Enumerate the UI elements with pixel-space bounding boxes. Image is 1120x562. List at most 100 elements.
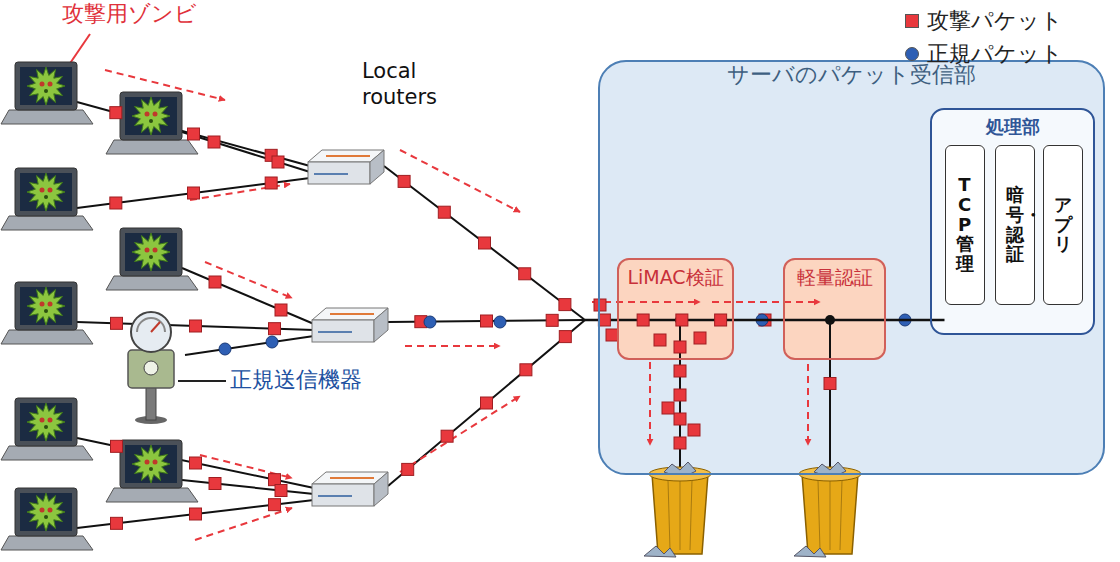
box-label: 処理部 [986, 116, 1040, 139]
router-icon [314, 173, 348, 175]
legend-item: 正規パケット [905, 37, 1063, 70]
attack-packet [654, 334, 666, 346]
legit-packet [494, 316, 506, 328]
attack-packet [441, 430, 453, 442]
attack-packet [111, 317, 123, 329]
zombie-laptop [106, 440, 198, 502]
flow-arrow [195, 508, 292, 540]
trash-can [794, 462, 861, 557]
attack-packet [559, 299, 571, 311]
trash-can [830, 480, 831, 550]
legit-packet [424, 316, 436, 328]
attack-packet [674, 389, 686, 401]
zombie-laptop [27, 493, 65, 531]
box-fill [1043, 145, 1083, 305]
legend-text: 正規パケット [927, 39, 1063, 69]
zombie-laptop [40, 508, 45, 513]
router-icon [308, 150, 384, 184]
attack-packet [208, 136, 220, 148]
zombie-laptop [20, 67, 72, 105]
zombie-laptop [106, 92, 198, 154]
box-label: TCP管理 [956, 175, 974, 274]
box-label: アプリ [1054, 195, 1072, 254]
connector [734, 319, 783, 322]
zombie-laptop [106, 276, 198, 290]
zombie-laptop [153, 112, 158, 117]
router-icon [318, 495, 352, 497]
meter-device [178, 380, 226, 382]
processing-box: 処理部 TCP管理 暗号・認証 アプリ [930, 108, 1095, 335]
module-box: 暗号・認証 [995, 145, 1035, 305]
module-box: アプリ [1043, 145, 1083, 305]
flow-arrow [592, 301, 700, 303]
zombie-laptop [1, 110, 93, 124]
network-wire [182, 480, 314, 494]
zombie-laptop [1, 62, 93, 124]
legit-packet [219, 343, 231, 355]
zombie-laptop [20, 287, 72, 325]
zombie-laptop [40, 188, 45, 193]
attack-packet [481, 397, 493, 409]
zombie-laptop [15, 282, 77, 330]
network-wire [182, 132, 310, 172]
network-wire [388, 320, 585, 486]
meter-device [128, 312, 226, 424]
zombie-laptop [1, 488, 93, 550]
attack-packet [265, 177, 277, 189]
attack-packet [559, 331, 571, 343]
router-icon [326, 155, 370, 157]
zombie-laptop [40, 418, 45, 423]
router-icon [312, 320, 374, 342]
meter-device [144, 361, 158, 375]
attack-packet [269, 474, 281, 486]
router-icon [330, 313, 374, 315]
flow-arrow [400, 150, 520, 212]
trash-can [664, 462, 696, 474]
attack-packet [674, 365, 686, 377]
zombie-laptop [153, 460, 158, 465]
zombie-laptop [20, 173, 72, 211]
meter-device [131, 312, 171, 352]
network-wire [829, 320, 831, 468]
box-label: 暗号・認証 [1006, 185, 1024, 264]
zombie-laptop [1, 168, 93, 230]
zombie-laptop [125, 233, 177, 271]
router-icon [370, 150, 384, 184]
zombie-laptop [20, 493, 72, 531]
flow-arrow [205, 262, 292, 298]
zombie-laptop [27, 173, 65, 211]
attack-packet [209, 478, 221, 490]
network-wire [77, 102, 830, 528]
box-fill [945, 145, 985, 305]
trash-can [818, 480, 820, 550]
zombie-laptop [40, 302, 45, 307]
zombie-laptop [44, 195, 48, 199]
trash-can [652, 474, 708, 554]
router-icon [374, 308, 388, 342]
trash-can [690, 480, 692, 550]
packet [110, 107, 911, 530]
zombie-laptop [1, 446, 93, 460]
flow-arrow [405, 345, 500, 347]
trash-can [644, 462, 711, 557]
attack-packet [110, 107, 122, 119]
device-label: Local routers [362, 58, 458, 111]
zombie-laptop [125, 445, 177, 483]
attack-packet [594, 299, 606, 311]
zombie-laptop [27, 403, 65, 441]
flow-arrow [400, 396, 520, 472]
flow-arrow [649, 362, 651, 445]
meter-device [137, 318, 165, 332]
trash-can [644, 462, 861, 557]
zombie-laptop [149, 255, 153, 259]
meter-device [146, 385, 156, 420]
attack-packet [110, 197, 122, 209]
legend: 攻撃パケット正規パケット [905, 4, 1063, 70]
main-line [783, 319, 886, 322]
attack-packet [275, 304, 287, 316]
attack-packet [269, 323, 281, 335]
attack-packet [676, 314, 688, 326]
attack-packet [546, 314, 558, 326]
attack-packet [598, 314, 610, 326]
attack-packet [209, 276, 221, 288]
